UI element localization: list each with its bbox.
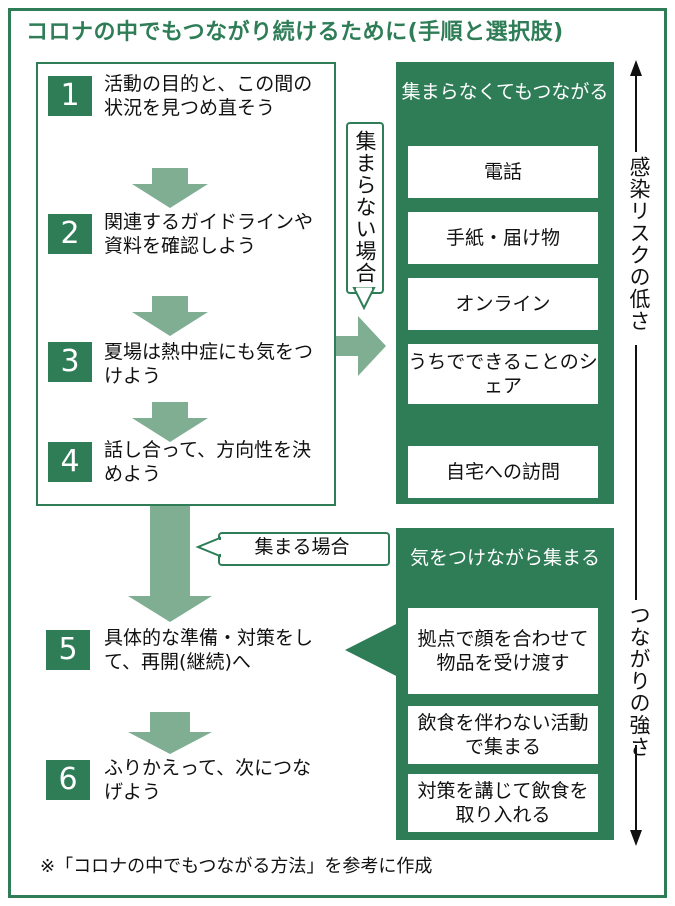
- not-gather-label: 集まらない場合: [353, 130, 377, 284]
- not-gather-callout: [346, 122, 384, 294]
- option-visit: 自宅への訪問: [408, 446, 598, 498]
- axis-top-label: 感染リスクの低さ: [627, 156, 651, 332]
- step-text: 夏場は熱中症にも気をつけよう: [104, 341, 314, 387]
- callout-pointer: [195, 536, 222, 558]
- gather-panel-title: 気をつけながら集まる: [409, 547, 600, 569]
- option-share: うちでできることのシェア: [408, 344, 598, 404]
- step-text: 関連するガイドラインや資料を確認しよう: [104, 211, 314, 257]
- callout-pointer: [352, 287, 376, 311]
- option-pickup: 拠点で顔を合わせて物品を受け渡す: [408, 608, 598, 694]
- step-down-arrow: [132, 168, 208, 208]
- option-no-food: 飲食を伴わない活動で集まる: [408, 706, 598, 764]
- option-phone: 電話: [408, 146, 598, 198]
- step-number: 2: [48, 214, 92, 254]
- remote-panel-title: 集まらなくてもつながる: [401, 81, 609, 103]
- step-down-arrow: [132, 402, 208, 442]
- step-number: 4: [48, 442, 92, 482]
- source-note: ※「コロナの中でもつながる方法」を参考に作成: [40, 856, 433, 877]
- steps-box: 1 活動の目的と、この間の状況を見つめ直そう 2 関連するガイドラインや資料を確…: [36, 62, 336, 506]
- step-down-arrow: [132, 296, 208, 336]
- step-number: 6: [46, 760, 90, 800]
- option-food: 対策を講じて飲食を取り入れる: [408, 774, 598, 832]
- step-text: 活動の目的と、この間の状況を見つめ直そう: [104, 73, 313, 119]
- step-text: 話し合って、方向性を決めよう: [104, 439, 312, 485]
- step-text: ふりかえって、次につなげよう: [104, 757, 312, 803]
- step-number: 1: [48, 76, 92, 116]
- axis-bottom-label: つながりの強さ: [627, 604, 651, 758]
- step-text: 具体的な準備・対策をして、再開(継続)へ: [104, 627, 314, 673]
- option-online: オンライン: [408, 278, 598, 330]
- step-number: 5: [46, 630, 90, 670]
- step-number: 3: [48, 342, 92, 382]
- gather-label: 集まる場合: [254, 536, 350, 558]
- option-letter: 手紙・届け物: [408, 212, 598, 264]
- gather-callout: [218, 532, 390, 566]
- diagram-title: コロナの中でもつながり続けるために(手順と選択肢): [26, 20, 564, 45]
